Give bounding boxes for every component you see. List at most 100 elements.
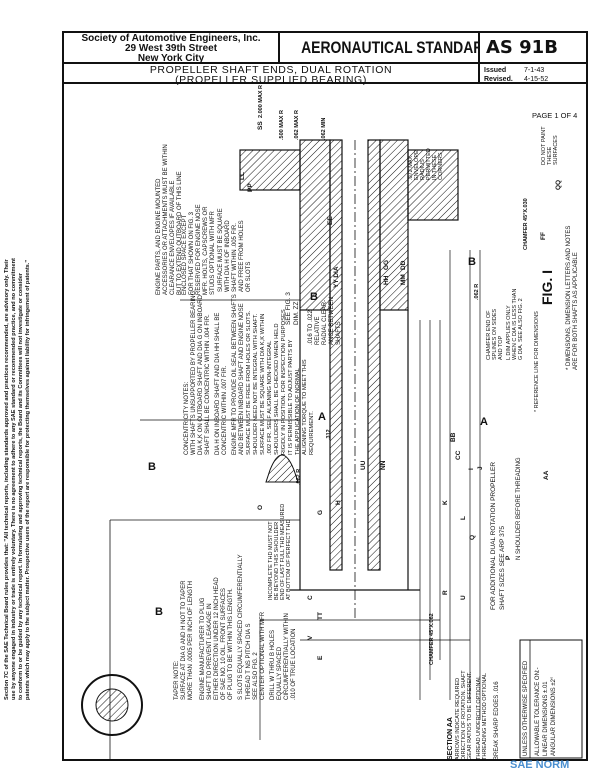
org-name: Society of Automotive Engineers, Inc. (81, 33, 261, 44)
document-subtitle: (PROPELLER SUPPLIED BEARING) (175, 74, 367, 86)
svg-text:IN THESE: IN THESE (432, 154, 438, 180)
svg-text:PP: PP (247, 183, 254, 192)
svg-text:BB: BB (450, 432, 457, 442)
svg-text:.072 MAX: .072 MAX (408, 156, 414, 180)
svg-text:FOR THAT SHOWN ON FIG. 3: FOR THAT SHOWN ON FIG. 3 (189, 211, 195, 295)
svg-text:.002 FIR. SELF ALIGNING NON-IN: .002 FIR. SELF ALIGNING NON-INTEGRAL (267, 340, 273, 455)
svg-text:Q: Q (469, 535, 476, 540)
svg-text:2.000 MAX R: 2.000 MAX R (258, 85, 264, 118)
inboard-shaft-wall (329, 139, 343, 571)
svg-text:DIM. ZZ: DIM. ZZ (293, 302, 300, 325)
svg-text:I: I (468, 468, 475, 470)
svg-text:.500 MAX R: .500 MAX R (279, 110, 285, 140)
svg-text:ENCLOSED SPACE EXCEPT: ENCLOSED SPACE EXCEPT (182, 214, 188, 295)
reference-line-note: * REFERENCE LINE FOR DIMENSIONS (534, 311, 540, 412)
section-markers: A A B B B B (148, 256, 488, 618)
svg-text:IT IS PERMISSIBLE TO ADJUST PA: IT IS PERMISSIBLE TO ADJUST PARTS BY (288, 340, 294, 455)
page-number: PAGE 1 OF 4 (532, 111, 577, 120)
svg-text:WITH SHAFTS UNSUPPORTED BY PRO: WITH SHAFTS UNSUPPORTED BY PROPELLER BEA… (191, 289, 197, 455)
svg-text:ENGINE PARTS, AND ENGINE MOUNT: ENGINE PARTS, AND ENGINE MOUNTED (156, 178, 162, 295)
svg-text:DIA H ON INBOARD SHAFT AND DIA: DIA H ON INBOARD SHAFT AND DIA HH SHALL … (215, 313, 221, 455)
org-street: 29 West 39th Street (124, 43, 218, 54)
svg-text:DRILL W THRU B HOLES: DRILL W THRU B HOLES (270, 630, 276, 700)
svg-text:AND FREE FROM HOLES: AND FREE FROM HOLES (239, 220, 245, 292)
plug-detail (265, 454, 299, 483)
svg-text:BREAK SHARP EDGES .016: BREAK SHARP EDGES .016 (494, 681, 500, 760)
oil-seal-note: ENGINE MFR TO PROVIDE OIL SEAL BETWEEN S… (232, 294, 245, 455)
section-aa-view (81, 674, 143, 736)
svg-text:SPLINES ON SIDES: SPLINES ON SIDES (492, 309, 498, 360)
inboard-shaft-wall (367, 139, 381, 571)
svg-text:THREAD UNDERCUT OPTIONAL: THREAD UNDERCUT OPTIONAL (476, 676, 482, 760)
svg-text:CLEARANCE ENVELOPES IF AVAILAB: CLEARANCE ENVELOPES IF AVAILABLE (170, 181, 176, 296)
svg-text:FOR ADDITIONAL DUAL ROTATION P: FOR ADDITIONAL DUAL ROTATION PROPELLER (490, 462, 497, 610)
svg-text:WITH DIA H OF INBOARD: WITH DIA H OF INBOARD (225, 220, 231, 292)
svg-text:AND TOP: AND TOP (498, 335, 504, 360)
svg-text:SURFACE MUST BE SQUARE WITH DI: SURFACE MUST BE SQUARE WITH DIA K,K WITH… (260, 314, 266, 455)
svg-text:INCOMPLETE THD MUST NOT: INCOMPLETE THD MUST NOT (268, 521, 274, 600)
dimension-labels: LL PP SS 2.000 MAX R .500 MAX R .062 MAX… (239, 85, 562, 665)
svg-text:ENGINE MFR TO PROVIDE OIL SEAL: ENGINE MFR TO PROVIDE OIL SEAL BETWEEN S… (232, 294, 238, 455)
svg-text:DO NOT PAINT: DO NOT PAINT (541, 126, 547, 165)
svg-text:SURFACE MUST BE FREE FROM HOLE: SURFACE MUST BE FREE FROM HOLES OR SLOTS… (246, 310, 252, 455)
svg-text:L DIM APPLIES ONLY: L DIM APPLIES ONLY (506, 305, 512, 360)
svg-text:ARROWS INDICATE REQUIRED: ARROWS INDICATE REQUIRED (455, 678, 461, 760)
svg-text:E: E (317, 655, 324, 660)
svg-text:CHAMFER END OF: CHAMFER END OF (486, 310, 492, 360)
svg-text:.062 MIN: .062 MIN (321, 118, 327, 140)
svg-text:CIRCUMFERENTIALLY WITHIN: CIRCUMFERENTIALLY WITHIN (284, 613, 290, 700)
shaft-section (109, 139, 459, 760)
figure-label: FIG. I (539, 270, 555, 305)
document-title: PROPELLER SHAFT ENDS, DUAL ROTATION (149, 64, 393, 76)
svg-text:* DIMENSIONS, DIMENSION LETTER: * DIMENSIONS, DIMENSION LETTERS AND NOTE… (566, 226, 572, 370)
svg-text:THE APPLICATION OF NORMAL: THE APPLICATION OF NORMAL (295, 367, 301, 455)
svg-text:SHAFTS: SHAFTS (336, 321, 342, 345)
svg-text:YY DIA: YY DIA (333, 266, 340, 288)
svg-text:GEAR RATIOS TO BE DIFFERENT.: GEAR RATIOS TO BE DIFFERENT. (467, 671, 473, 760)
svg-text:SS: SS (257, 121, 264, 130)
shoulder-note: N SHOULDER BEFORE THREADING (516, 457, 522, 560)
svg-text:K: K (442, 500, 449, 505)
svg-text:AA: AA (543, 470, 550, 480)
svg-text:SECTION AA: SECTION AA (447, 717, 454, 760)
slots-note: S SLOTS EQUALLY SPACED CIRCUMFERENTIALLY… (238, 554, 266, 700)
svg-text:ARE FOR BOTH SHAFTS AS APPLICA: ARE FOR BOTH SHAFTS AS APPLICABLE (573, 252, 579, 370)
svg-text:ALLOWABLE TOLERANCE ON:-: ALLOWABLE TOLERANCE ON:- (535, 667, 541, 756)
svg-text:WHEN C DIA IS LESS THAN: WHEN C DIA IS LESS THAN (512, 289, 518, 360)
svg-text:DIRECTION OF ROTATION. SHAFT: DIRECTION OF ROTATION. SHAFT (461, 670, 467, 760)
revised-label: Revised. (484, 76, 513, 83)
svg-text:RADIUS: RADIUS (420, 159, 426, 180)
svg-text:CENTER OPTIONAL WITH MFR: CENTER OPTIONAL WITH MFR (260, 611, 266, 700)
svg-text:P: P (505, 555, 512, 560)
svg-text:EQUALLY SPACED: EQUALLY SPACED (277, 646, 283, 700)
svg-text:REQUIREMENT.: REQUIREMENT. (309, 411, 315, 455)
svg-text:.062 R: .062 R (296, 469, 302, 485)
org-city: New York City (137, 53, 205, 64)
svg-text:RESERVED FOR ENGINE NOSE: RESERVED FOR ENGINE NOSE (196, 204, 202, 295)
svg-text:A: A (318, 411, 326, 423)
svg-text:G: G (317, 510, 324, 515)
standard-type-text: AERONAUTICAL STANDARD (301, 38, 480, 57)
svg-text:AND BETWEEN INBOARD SHAFT AND: AND BETWEEN INBOARD SHAFT AND ENGINE NOS… (239, 303, 245, 455)
svg-text:AT BOTTOM OF PERFECT THD: AT BOTTOM OF PERFECT THD (286, 520, 292, 600)
svg-text:.312: .312 (326, 429, 332, 440)
svg-text:PERMITTED: PERMITTED (426, 148, 432, 180)
svg-text:SURFACES: SURFACES (553, 135, 559, 165)
svg-text:.062 MAX R: .062 MAX R (294, 110, 300, 140)
svg-text:S SLOTS EQUALLY SPACED CIRCUMF: S SLOTS EQUALLY SPACED CIRCUMFERENTIALLY (238, 554, 244, 700)
svg-text:DD: DD (400, 260, 407, 270)
svg-text:THESE: THESE (547, 146, 553, 165)
svg-text:QQ: QQ (555, 180, 562, 190)
svg-text:NN: NN (380, 460, 387, 470)
svg-text:B: B (155, 606, 163, 618)
svg-text:ENVELOPE: ENVELOPE (414, 150, 420, 180)
